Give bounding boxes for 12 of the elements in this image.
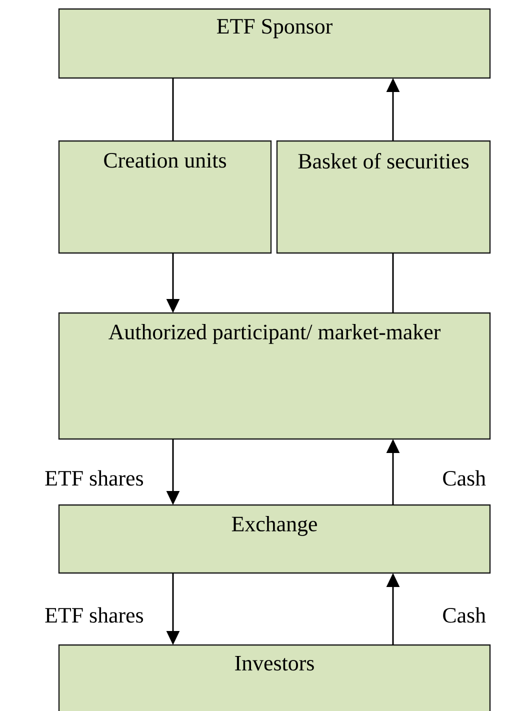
- process-box: Basket of securities: [276, 140, 491, 254]
- process-box: Creation units: [58, 140, 272, 254]
- process-box: Exchange: [58, 504, 491, 574]
- process-box: ETF Sponsor: [58, 8, 491, 79]
- connector-line: [392, 253, 394, 313]
- edge-label: ETF shares: [45, 607, 144, 623]
- process-box: Authorized participant/ market-maker: [58, 312, 491, 440]
- process-box: Investors: [58, 644, 491, 711]
- connector-line: [172, 78, 174, 141]
- edge-label: Cash: [443, 470, 486, 486]
- edge-label: ETF shares: [45, 470, 144, 486]
- edge-label: Cash: [443, 607, 486, 623]
